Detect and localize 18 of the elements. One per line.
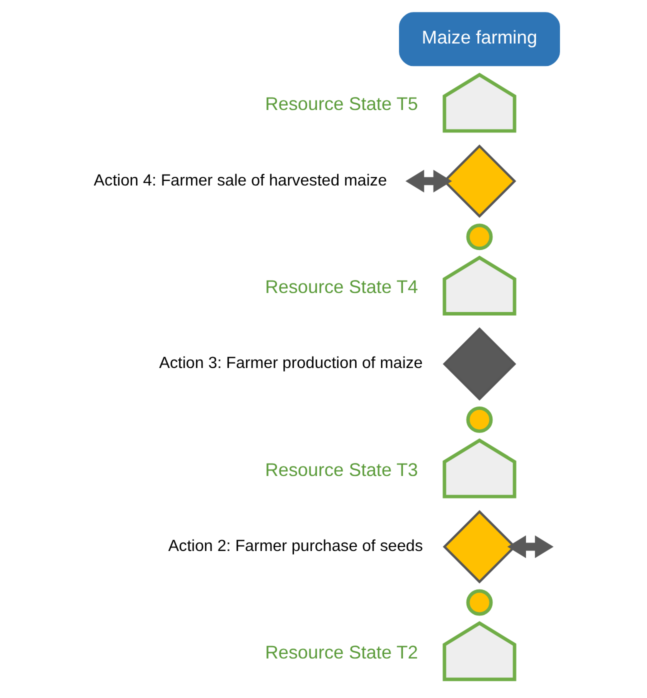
node-pentagon: [442, 256, 516, 316]
node-diamond: [442, 327, 516, 401]
node-label: Action 2: Farmer purchase of seeds: [168, 537, 422, 555]
node-label: Action 3: Farmer production of maize: [158, 354, 422, 372]
node-label: Resource State T5: [264, 93, 418, 114]
arrow: [506, 535, 554, 558]
node-pentagon: [442, 72, 516, 133]
node-label: Resource State T4: [264, 276, 418, 298]
node-circle: [466, 406, 492, 433]
node-box: Maize farming: [398, 12, 560, 66]
node-circle: [466, 589, 492, 616]
node-circle: [466, 224, 492, 250]
node-label: Resource State T2: [264, 642, 418, 663]
node-label: Resource State T3: [264, 458, 418, 480]
arrow: [405, 170, 452, 193]
node-pentagon: [442, 621, 516, 682]
node-label: Action 4: Farmer sale of harvested maize: [93, 171, 386, 190]
node-pentagon: [442, 438, 516, 498]
